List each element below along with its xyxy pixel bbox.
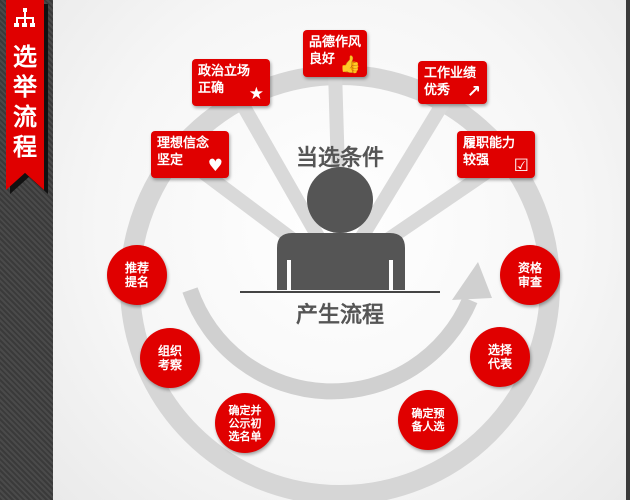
step-publicize: 确定并 公示初 选名单 bbox=[215, 393, 275, 453]
sidebar-title: 选举流程 bbox=[13, 42, 37, 161]
step-inspect: 组织 考察 bbox=[140, 328, 200, 388]
checkbox-icon: ☑ bbox=[513, 156, 529, 176]
condition-label: 品德作风 bbox=[309, 35, 362, 50]
star-icon: ★ bbox=[248, 84, 264, 104]
person-body bbox=[277, 233, 405, 290]
step-label: 组织 考察 bbox=[157, 344, 182, 372]
arrow-up-icon: ↗ bbox=[466, 82, 481, 102]
step-nominate: 推荐 提名 bbox=[107, 245, 167, 305]
step-label: 选择 代表 bbox=[487, 343, 512, 371]
spoke bbox=[354, 96, 451, 244]
spoke bbox=[195, 164, 305, 251]
step-qualification: 资格 审查 bbox=[500, 245, 560, 305]
condition-ability: 履职能力较强 ☑ bbox=[457, 131, 535, 178]
step-label: 资格 审查 bbox=[517, 261, 542, 289]
condition-label: 正确 bbox=[198, 81, 225, 96]
step-label: 推荐 提名 bbox=[124, 261, 149, 289]
condition-performance: 工作业绩优秀 ↗ bbox=[418, 61, 487, 104]
conditions-title: 当选条件 bbox=[296, 145, 385, 171]
org-chart-icon bbox=[14, 8, 35, 27]
condition-label: 坚定 bbox=[157, 153, 184, 168]
arrow-head bbox=[452, 262, 492, 300]
thumbs-up-icon: 👍 bbox=[339, 55, 361, 75]
sidebar-ribbon bbox=[6, 0, 44, 190]
condition-label: 优秀 bbox=[424, 83, 451, 98]
spoke bbox=[376, 164, 494, 251]
condition-political: 政治立场正确 ★ bbox=[192, 59, 270, 106]
process-arrow bbox=[182, 287, 478, 400]
condition-label: 政治立场 bbox=[198, 64, 251, 79]
condition-belief: 理想信念坚定 ♥ bbox=[151, 131, 229, 178]
spoke bbox=[233, 96, 327, 244]
heart-icon: ♥ bbox=[207, 156, 223, 176]
step-candidates: 确定预 备人选 bbox=[398, 390, 458, 450]
condition-label: 工作业绩 bbox=[424, 66, 477, 81]
step-elect-reps: 选择 代表 bbox=[470, 327, 530, 387]
condition-label: 较强 bbox=[463, 153, 490, 168]
right-border bbox=[626, 0, 630, 500]
process-title: 产生流程 bbox=[296, 302, 385, 328]
condition-morality: 品德作风良好 👍 bbox=[303, 30, 367, 77]
step-label: 确定预 备人选 bbox=[411, 407, 445, 433]
person-head bbox=[307, 167, 373, 233]
condition-label: 理想信念 bbox=[157, 136, 210, 151]
step-label: 确定并 公示初 选名单 bbox=[228, 403, 262, 443]
condition-label: 良好 bbox=[309, 52, 336, 67]
condition-label: 履职能力 bbox=[463, 136, 516, 151]
